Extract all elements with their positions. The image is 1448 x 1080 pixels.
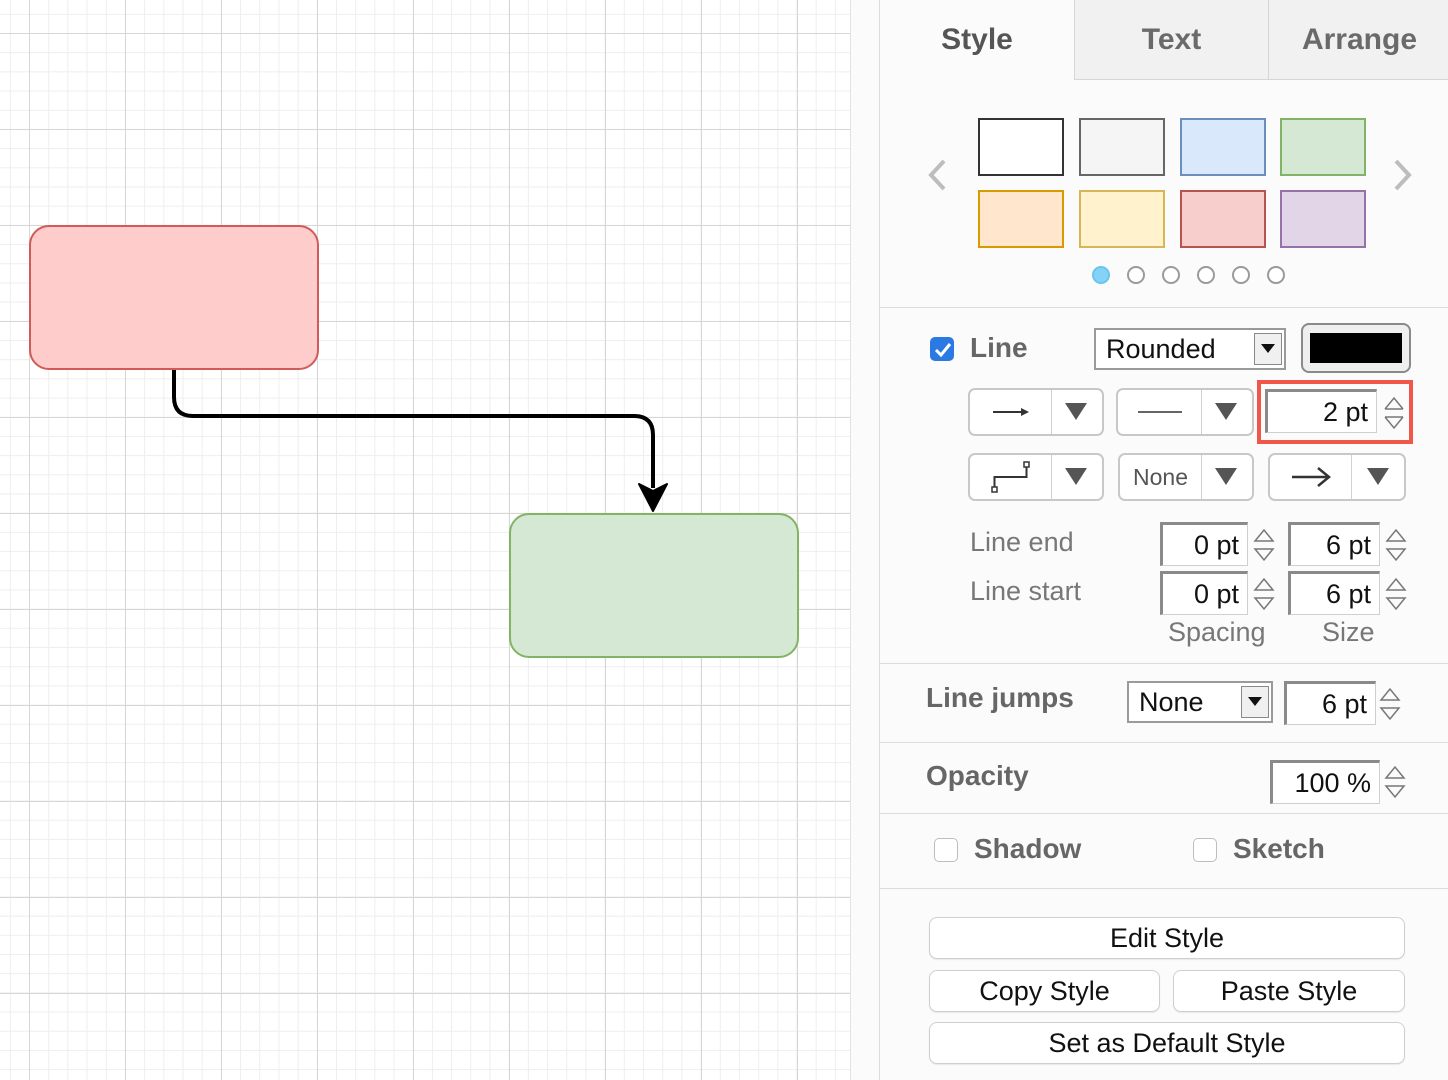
line-jumps-label: Line jumps (926, 682, 1074, 713)
diagram-layer (29, 225, 799, 658)
spinner-icon[interactable] (1252, 571, 1276, 617)
checkmark-icon (934, 343, 952, 358)
palette-page-dot[interactable] (1162, 266, 1180, 284)
spacing-label: Spacing (1168, 617, 1266, 647)
chevron-right-icon[interactable] (1392, 158, 1414, 192)
style-swatch[interactable] (1180, 118, 1266, 176)
line-pattern-button[interactable] (1116, 388, 1254, 436)
tab-style[interactable]: Style (941, 23, 1013, 56)
line-style-value: Rounded (1106, 333, 1216, 364)
paste-style-button[interactable]: Paste Style (1173, 970, 1405, 1012)
line-checkbox[interactable] (930, 337, 954, 361)
line-jumps-size-input[interactable]: 6 pt (1284, 681, 1376, 725)
dropdown-triangle-icon (1200, 455, 1252, 499)
line-start-marker-value: None (1120, 455, 1202, 499)
line-color-swatch (1310, 333, 1402, 363)
dropdown-triangle-icon (1050, 390, 1102, 434)
connector-edge[interactable] (172, 370, 655, 488)
style-swatch[interactable] (1079, 118, 1165, 176)
divider (880, 663, 1448, 664)
palette-page-dot[interactable] (1197, 266, 1215, 284)
arrow-end-icon (1270, 455, 1352, 499)
style-swatch[interactable] (1280, 190, 1366, 248)
diagram-canvas[interactable] (0, 0, 850, 1080)
edit-style-button[interactable]: Edit Style (929, 917, 1405, 959)
divider (880, 742, 1448, 743)
style-swatch[interactable] (1280, 118, 1366, 176)
line-width-input[interactable]: 2 pt (1265, 389, 1377, 433)
line-start-marker-button[interactable]: None (1118, 453, 1254, 501)
line-start-spacing-input[interactable]: 0 pt (1160, 571, 1248, 615)
tab-arrange[interactable]: Arrange (1268, 0, 1448, 80)
style-swatch[interactable] (1079, 190, 1165, 248)
line-start-label: Line start (970, 576, 1082, 606)
line-width-value: 2 pt (1322, 396, 1368, 427)
shadow-label: Shadow (974, 833, 1082, 864)
line-jumps-select[interactable]: None (1127, 681, 1273, 723)
line-jumps-size-value: 6 pt (1321, 688, 1367, 719)
spinner-icon[interactable] (1252, 522, 1276, 568)
red-rounded-rectangle[interactable] (29, 225, 319, 370)
spinner-icon[interactable] (1384, 571, 1408, 617)
dropdown-triangle-icon (1050, 455, 1102, 499)
format-panel: Style Text Arrange Line Rounded (850, 0, 1448, 1080)
sketch-label: Sketch (1233, 833, 1325, 864)
style-swatch[interactable] (1180, 190, 1266, 248)
line-color-button[interactable] (1301, 323, 1411, 373)
tab-text[interactable]: Text (1074, 0, 1268, 80)
line-start-size-input[interactable]: 6 pt (1288, 571, 1380, 615)
line-label: Line (970, 332, 1028, 363)
line-width-spinner-icon[interactable] (1382, 390, 1406, 436)
opacity-value: 100 % (1294, 767, 1371, 798)
line-pattern-end-button[interactable] (968, 388, 1104, 436)
dropdown-triangle-icon (1241, 686, 1269, 718)
line-jumps-value: None (1139, 686, 1204, 717)
solid-line-icon (1118, 390, 1202, 434)
style-swatch[interactable] (978, 118, 1064, 176)
waypoint-icon (970, 455, 1052, 499)
palette-page-dot[interactable] (1092, 266, 1110, 284)
line-end-label: Line end (970, 527, 1074, 557)
line-width-highlight (1257, 380, 1413, 444)
opacity-label: Opacity (926, 760, 1029, 791)
sketch-checkbox[interactable] (1193, 838, 1217, 862)
format-panel-body: Style Text Arrange Line Rounded (879, 0, 1448, 1080)
connector-arrowhead (638, 483, 668, 512)
arrow-line-icon (970, 390, 1052, 434)
line-end-spacing-input[interactable]: 0 pt (1160, 522, 1248, 566)
palette-page-dot[interactable] (1127, 266, 1145, 284)
divider (880, 888, 1448, 889)
line-start-size-value: 6 pt (1325, 578, 1371, 609)
line-style-select[interactable]: Rounded (1094, 328, 1286, 370)
spinner-icon[interactable] (1378, 681, 1402, 727)
opacity-input[interactable]: 100 % (1270, 760, 1380, 804)
divider (880, 813, 1448, 814)
shadow-checkbox[interactable] (934, 838, 958, 862)
dropdown-triangle-icon (1254, 333, 1282, 365)
size-label: Size (1322, 617, 1375, 647)
dropdown-triangle-icon (1200, 390, 1252, 434)
green-rounded-rectangle[interactable] (509, 513, 799, 658)
chevron-left-icon[interactable] (926, 158, 948, 192)
divider (880, 307, 1448, 308)
copy-style-button[interactable]: Copy Style (929, 970, 1160, 1012)
line-end-size-input[interactable]: 6 pt (1288, 522, 1380, 566)
style-swatch[interactable] (978, 190, 1064, 248)
set-default-style-button[interactable]: Set as Default Style (929, 1022, 1405, 1064)
palette-page-dot[interactable] (1267, 266, 1285, 284)
line-start-spacing-value: 0 pt (1193, 578, 1239, 609)
line-end-size-value: 6 pt (1325, 529, 1371, 560)
line-end-marker-button[interactable] (1268, 453, 1406, 501)
line-end-spacing-value: 0 pt (1193, 529, 1239, 560)
waypoints-button[interactable] (968, 453, 1104, 501)
spinner-icon[interactable] (1383, 759, 1407, 805)
palette-page-dot[interactable] (1232, 266, 1250, 284)
spinner-icon[interactable] (1384, 522, 1408, 568)
dropdown-triangle-icon (1352, 455, 1404, 499)
